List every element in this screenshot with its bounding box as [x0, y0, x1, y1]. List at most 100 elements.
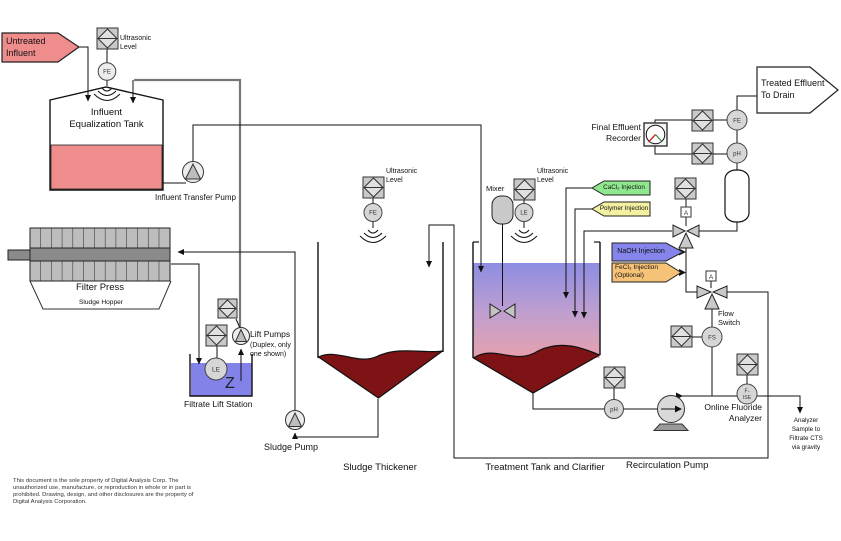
influent-equalization-tank [49, 86, 164, 191]
final-effluent-recorder-label-1: Final Effluent [591, 122, 641, 132]
svg-text:FS: FS [708, 336, 716, 342]
transmitter-box-ph-icon [603, 366, 626, 389]
sludge-pump [285, 410, 305, 430]
fecl3-injection-label-1: FeCl₃ Injection [615, 264, 658, 271]
transmitter-box-fise-icon [736, 353, 759, 376]
transmitter-box-valve-icon [674, 177, 697, 200]
le-indicator-treatment [514, 203, 534, 222]
recirculation-pump-label: Recirculation Pump [626, 460, 709, 471]
transmitter-box-eq-icon [96, 27, 119, 50]
fs-indicator [701, 326, 723, 348]
sample-column [724, 169, 750, 223]
treatment-tank-label: Treatment Tank and Clarifier [485, 462, 605, 473]
ultrasonic-level-treatment-1: Ultrasonic [537, 168, 569, 175]
svg-text:pH: pH [610, 408, 618, 414]
transmitter-box-treatment-icon [513, 178, 536, 201]
influent-transfer-pump [182, 161, 204, 183]
untreated-influent-label-1: Untreated [6, 36, 46, 46]
piping [79, 46, 804, 459]
lift-pumps-label-3: one shown) [250, 351, 287, 358]
polymer-banner [591, 201, 651, 217]
fluoride-analyzer-label-1: Online Fluoride [704, 402, 762, 412]
disclaimer-line-4: Digital Analysis Corporation. [13, 499, 87, 505]
actuator-boxes [680, 206, 717, 282]
final-effluent-recorder [643, 122, 668, 147]
le-indicator-lift [204, 357, 228, 381]
fecl3-arrow [679, 269, 686, 276]
svg-text:F-: F- [745, 389, 750, 395]
filtrate-lift-station-label: Filtrate Lift Station [184, 399, 253, 409]
influent-transfer-pump-label: Influent Transfer Pump [155, 193, 236, 202]
untreated-influent-banner [1, 32, 81, 63]
cacl2-banner [591, 180, 651, 196]
lift-pumps-label-1: Lift Pumps [250, 329, 291, 339]
lift-pump [232, 327, 250, 345]
propeller-icon [489, 303, 502, 319]
final-effluent-recorder-label-2: Recorder [606, 133, 641, 143]
mixer [489, 195, 516, 319]
cacl2-injection-label: CaCl₂ Injection [603, 184, 645, 191]
ultrasonic-arcs [93, 87, 538, 243]
disclaimer-line-1: This document is the sole property of Di… [13, 478, 179, 484]
sludge-pump-label: Sludge Pump [264, 442, 319, 452]
recorder-needle-green [655, 134, 662, 142]
instrument-circles [97, 62, 758, 419]
ph-indicator-effluent [726, 142, 748, 164]
svg-text:pH: pH [733, 152, 741, 158]
polymer-injection-label: Polymer Injection [599, 205, 649, 212]
transmitter-box-lift-b-icon [217, 298, 238, 319]
disclaimer-line-2: unauthorized use, manufacture, or reprod… [13, 485, 192, 491]
filter-press [7, 227, 171, 282]
flow-switch-label-1: Flow [718, 309, 734, 318]
svg-text:A: A [709, 274, 714, 281]
svg-text:ISE: ISE [743, 395, 752, 401]
transmitter-box-fe-effluent-icon [691, 109, 714, 132]
naoh-injection-label: NaOH Injection [617, 248, 665, 255]
lower-three-way-valve [696, 285, 728, 310]
fe-indicator-thickener [363, 203, 383, 222]
sludge-hopper-label: Sludge Hopper [79, 299, 123, 306]
mixer-label: Mixer [486, 184, 505, 193]
flow-switch-label-2: Switch [718, 318, 741, 327]
fecl3-banner [611, 262, 682, 283]
disclaimer-line-3: prohibited. Drawing, design, and other d… [13, 492, 194, 498]
svg-text:LE: LE [212, 367, 221, 374]
eq-tank-label-1: Influent [90, 107, 123, 118]
analyzer-sample-label-4: via gravity [791, 444, 821, 451]
transmitter-box-thickener-icon [362, 176, 385, 199]
instrument-boxes [96, 27, 759, 389]
level-z-symbol: Z [225, 375, 235, 392]
eq-tank-label-2: Equalization Tank [69, 119, 144, 130]
ultrasonic-level-eq-2: Level [120, 44, 137, 51]
ph-indicator-recirc [604, 399, 624, 419]
lift-pumps-label-2: (Duplex, only [250, 342, 291, 349]
transmitter-box-fs-icon [670, 325, 693, 348]
ultrasonic-level-thickener-1: Ultrasonic [386, 168, 418, 175]
treated-effluent-label-2: To Drain [761, 90, 795, 100]
ultrasonic-level-treatment-2: Level [537, 177, 554, 184]
naoh-banner [611, 242, 685, 262]
transmitter-box-ph-effluent-icon [691, 142, 714, 165]
upper-three-way-valve [672, 224, 700, 249]
sludge-thickener-tank [317, 242, 444, 399]
fe-indicator-eq [97, 62, 117, 81]
fe-indicator-effluent [726, 109, 748, 131]
ultrasonic-level-eq-1: Ultrasonic [120, 35, 152, 42]
svg-text:FE: FE [733, 119, 741, 125]
recirculation-pump [652, 395, 690, 431]
sludge-hopper-outline [29, 280, 172, 310]
treatment-tank [472, 241, 601, 394]
filtrate-lift-station-tank [189, 354, 253, 397]
fise-indicator [736, 383, 758, 405]
treated-effluent-label-1: Treated Effluent [761, 78, 825, 88]
fecl3-injection-label-2: (Optional) [615, 272, 644, 279]
analyzer-sample-label-2: Sample to [791, 426, 821, 433]
svg-text:FE: FE [369, 211, 377, 217]
svg-text:A: A [684, 210, 689, 217]
recorder-needle-red [648, 134, 656, 143]
analyzer-sample-label-1: Analyzer [793, 417, 819, 424]
ultrasonic-level-thickener-2: Level [386, 177, 403, 184]
untreated-influent-label-2: Influent [6, 48, 36, 58]
